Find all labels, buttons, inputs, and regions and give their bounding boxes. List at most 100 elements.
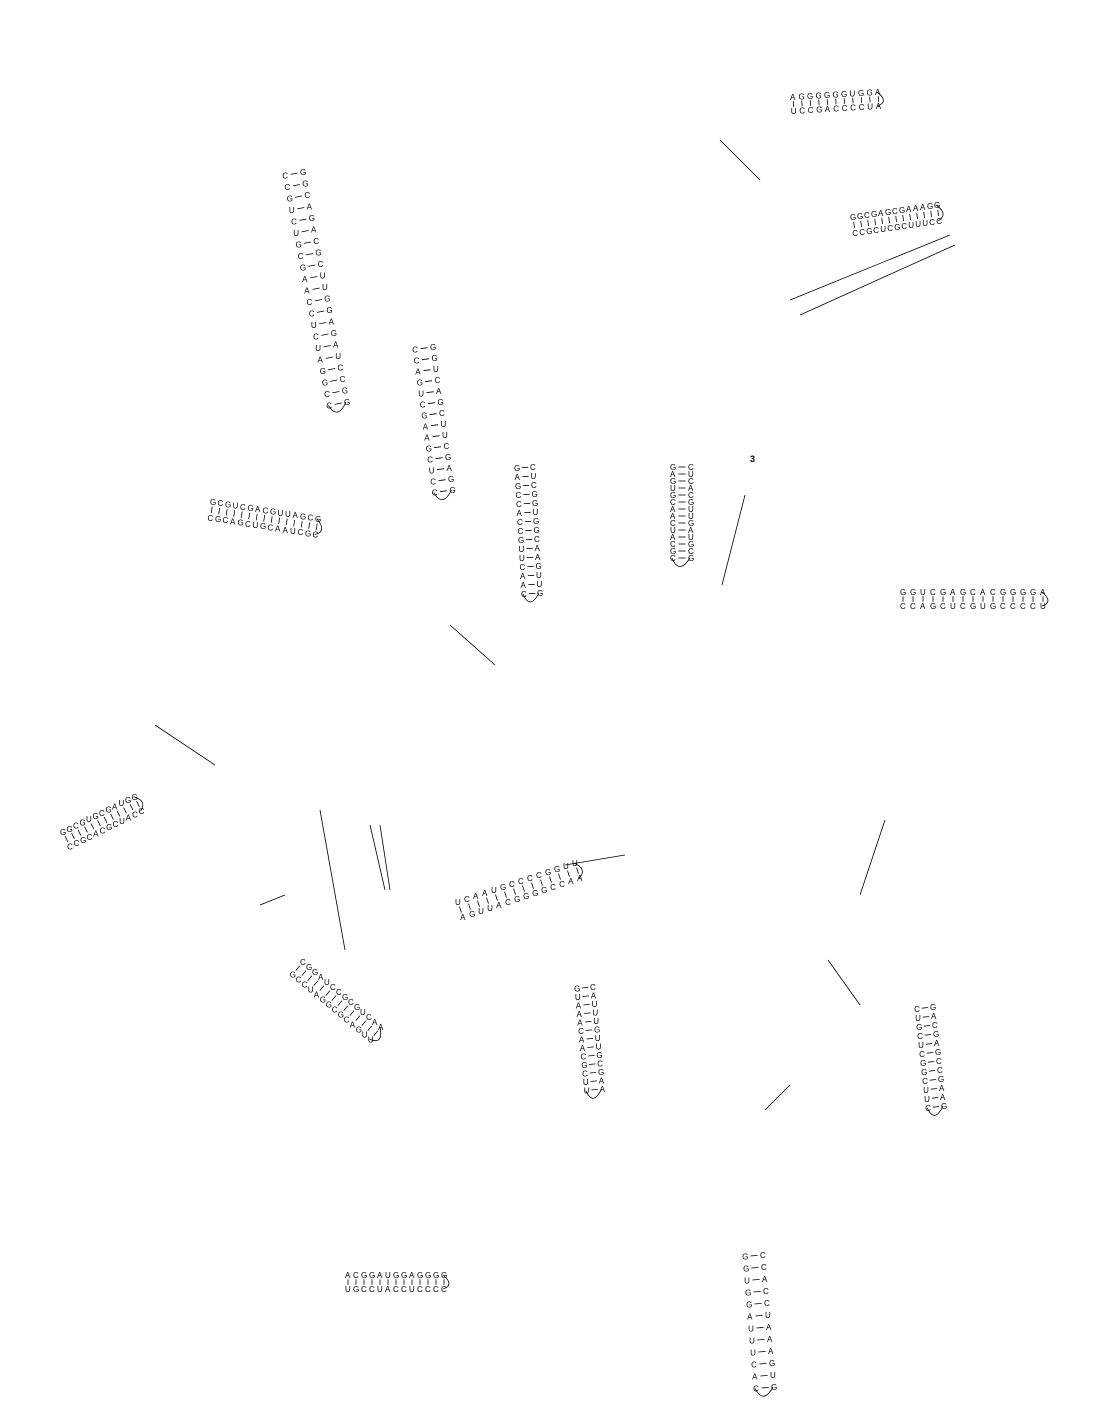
- base: U: [308, 985, 314, 994]
- base: C: [559, 880, 565, 889]
- base: C: [302, 980, 308, 989]
- base-pair-bond: [881, 217, 883, 225]
- base: G: [67, 825, 73, 834]
- base-pair-bond: [513, 888, 516, 895]
- base: A: [311, 226, 317, 235]
- base: G: [326, 306, 332, 315]
- base: U: [533, 508, 539, 517]
- base: U: [770, 1371, 776, 1380]
- base: C: [516, 500, 522, 509]
- base: C: [761, 1263, 767, 1272]
- base-pair-bond: [760, 1375, 768, 1377]
- base: G: [342, 993, 348, 1002]
- base: U: [119, 817, 125, 826]
- base-pair-bond: [97, 820, 101, 827]
- base-pair-bond: [432, 435, 440, 438]
- base: U: [311, 321, 317, 330]
- hairpin-loop: [585, 1088, 602, 1099]
- base-pair-bond: [270, 516, 273, 523]
- base-pair-bond: [588, 1055, 595, 1057]
- base-pair-bond: [874, 218, 876, 226]
- base-pair-bond: [923, 1025, 931, 1027]
- base-pair-bond: [330, 379, 338, 382]
- base: G: [1010, 588, 1016, 597]
- base: G: [426, 444, 432, 453]
- base-pair-bond: [248, 512, 251, 520]
- base: U: [924, 1095, 930, 1104]
- base-pair-bond: [337, 1000, 343, 1006]
- base: U: [324, 978, 330, 987]
- base: C: [925, 1104, 931, 1113]
- base-pair-bond: [752, 1279, 760, 1281]
- base: C: [1020, 602, 1026, 611]
- base-pair-bond: [438, 479, 446, 482]
- base-pair-bond: [925, 1043, 933, 1045]
- base: U: [377, 1285, 383, 1294]
- base: A: [318, 355, 324, 364]
- base-pair-bond: [319, 322, 327, 325]
- base: G: [393, 1271, 399, 1280]
- base: C: [298, 528, 304, 537]
- base: C: [864, 211, 870, 220]
- base: G: [670, 491, 676, 500]
- base: C: [285, 183, 291, 192]
- hairpin-loop: [935, 204, 944, 222]
- base: G: [342, 387, 348, 396]
- base-pair-bond: [751, 1267, 759, 1269]
- base: G: [353, 1285, 359, 1294]
- base: A: [766, 1323, 772, 1332]
- base: G: [338, 1010, 344, 1019]
- base: C: [914, 1005, 920, 1014]
- base-pair-bond: [307, 975, 313, 981]
- hairpin-loop: [522, 592, 540, 603]
- base-pair-bond: [327, 368, 336, 371]
- base: A: [126, 814, 132, 823]
- base: A: [599, 1077, 605, 1086]
- base: G: [433, 1271, 439, 1280]
- base: A: [230, 517, 236, 526]
- base: U: [563, 862, 569, 871]
- base-pair-bond: [582, 995, 590, 997]
- base-pair-bond: [77, 829, 82, 836]
- base: G: [438, 398, 444, 407]
- base: C: [536, 871, 542, 880]
- base-pair-bond: [930, 210, 932, 218]
- base: C: [970, 588, 976, 597]
- base: G: [670, 547, 676, 556]
- base: A: [688, 526, 694, 535]
- hairpin-loop: [327, 401, 347, 413]
- base-pair-bond: [860, 220, 862, 228]
- base-pair-bond: [924, 1034, 932, 1036]
- base: G: [930, 1003, 936, 1012]
- base: A: [496, 901, 502, 910]
- base: U: [285, 510, 291, 519]
- base: G: [320, 367, 326, 376]
- base: G: [935, 1048, 941, 1057]
- base: U: [583, 1078, 589, 1087]
- base: A: [378, 1023, 384, 1032]
- base: C: [799, 107, 805, 116]
- base: C: [760, 1251, 766, 1260]
- base: C: [930, 588, 936, 597]
- base-pair-bond: [110, 813, 114, 820]
- base: U: [596, 1043, 602, 1052]
- base-pair-bond: [84, 826, 88, 833]
- base: C: [420, 400, 426, 409]
- base-pair-bond: [750, 1255, 758, 1257]
- base: C: [361, 1285, 367, 1294]
- base: C: [670, 540, 676, 549]
- base: C: [223, 516, 229, 525]
- base-pair-bond: [315, 523, 318, 530]
- base: A: [415, 367, 421, 376]
- base: C: [282, 171, 288, 180]
- base-pair-bond: [436, 468, 445, 471]
- base: G: [356, 1025, 362, 1034]
- base: C: [534, 535, 540, 544]
- base: C: [318, 260, 324, 269]
- base-pair-bond: [549, 876, 552, 883]
- base: A: [920, 203, 926, 212]
- base-pair-bond: [429, 413, 437, 416]
- base: G: [445, 453, 451, 462]
- base: G: [518, 536, 524, 545]
